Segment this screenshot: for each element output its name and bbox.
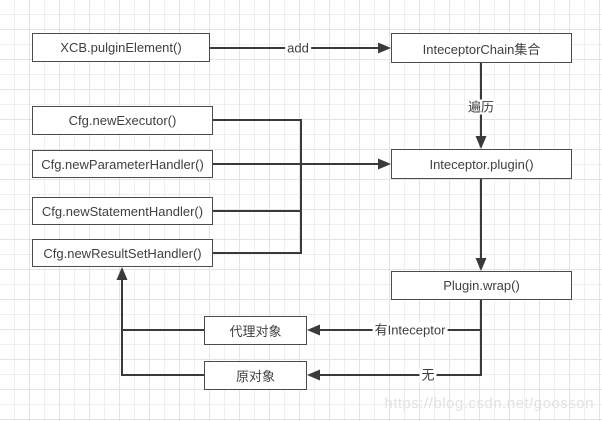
arrowhead-up-resultset: [116, 267, 128, 280]
node-inteceptorchain: InteceptorChain集合: [391, 33, 572, 63]
node-new-executor: Cfg.newExecutor(): [32, 106, 213, 135]
arrowhead-down-plugin: [475, 136, 487, 149]
node-plugin-wrap: Plugin.wrap(): [391, 271, 572, 300]
arrowhead-left-original: [307, 369, 320, 381]
edge-label-traverse: 遍历: [465, 99, 497, 115]
watermark-text: https://blog.csdn.net/goosson: [384, 395, 594, 412]
node-new-statement-handler: Cfg.newStatementHandler(): [32, 197, 213, 225]
edge-label-none: 无: [419, 367, 437, 383]
node-xcb-pulginelement: XCB.pulginElement(): [32, 33, 210, 62]
node-new-parameter-handler: Cfg.newParameterHandler(): [32, 150, 213, 178]
arrowhead-down-wrap: [475, 258, 487, 271]
arrowhead-right-plugin: [378, 158, 391, 170]
arrowhead-left-proxy: [307, 324, 320, 336]
node-proxy-object: 代理对象: [204, 316, 307, 345]
node-original-object: 原对象: [204, 361, 307, 390]
node-new-resultset-handler: Cfg.newResultSetHandler(): [32, 239, 213, 267]
edge-label-add: add: [285, 40, 311, 56]
arrowhead-right-chain: [378, 42, 391, 54]
node-inteceptor-plugin: Inteceptor.plugin(): [391, 149, 572, 179]
edge-label-has-interceptor: 有Inteceptor: [372, 322, 448, 338]
